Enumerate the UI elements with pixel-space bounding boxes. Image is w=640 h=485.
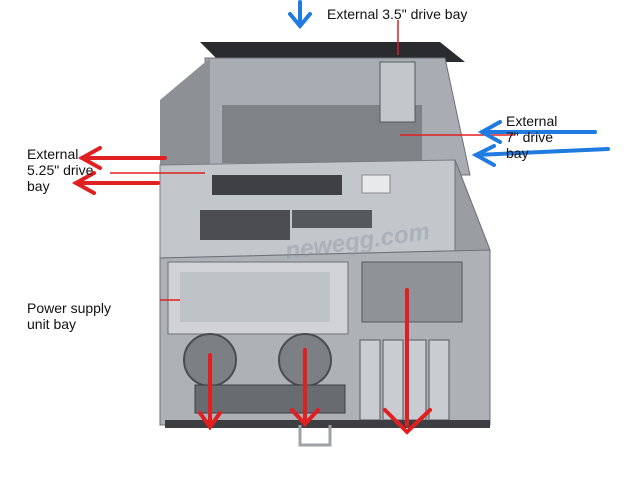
tray-cutout-1 <box>212 175 342 195</box>
tray-cutout-3 <box>292 210 372 228</box>
tray-cutout-2 <box>200 210 290 240</box>
case-handle <box>298 425 332 447</box>
red-arrows-down-group <box>198 288 432 435</box>
label-external-7-drive-bay: External 7" drive bay <box>506 113 558 161</box>
label-external-5-25-drive-bay: External 5.25" drive bay <box>27 146 94 194</box>
psu-bay-inner <box>180 272 330 322</box>
blue-arrow-down <box>288 0 312 30</box>
drive-cage-slot <box>379 61 416 123</box>
label-external-3-5-drive-bay: External 3.5" drive bay <box>327 6 468 22</box>
label-power-supply-unit-bay: Power supply unit bay <box>27 300 112 332</box>
io-port-area <box>194 384 346 414</box>
case-bottom-edge <box>165 420 490 428</box>
tray-label-sticker <box>361 174 391 194</box>
blue-arrows-left-pair <box>471 120 610 167</box>
red-arrows-left-pair <box>71 146 167 195</box>
mesh-vent <box>361 261 463 323</box>
